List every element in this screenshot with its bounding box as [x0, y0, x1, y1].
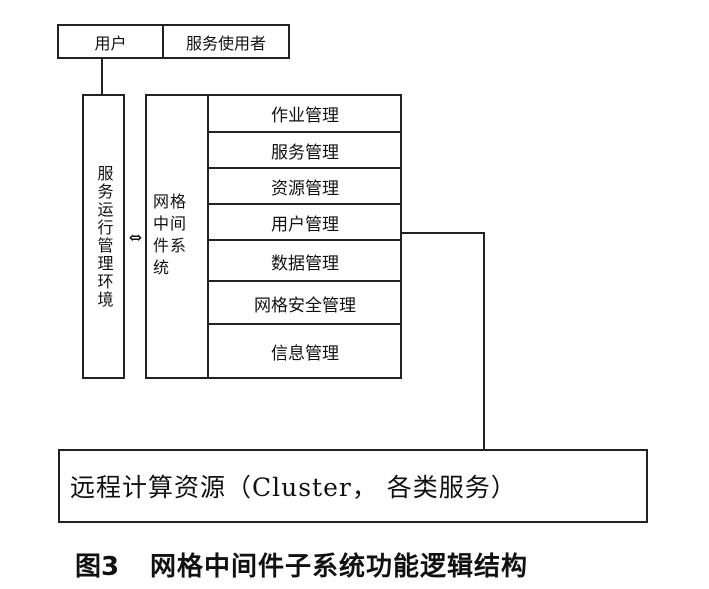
remote-connector-vertical [483, 232, 485, 450]
bidirectional-arrow-icon: ⇔ [128, 227, 143, 247]
runtime-env-box [82, 94, 125, 379]
module-service-management: 服务管理 [209, 131, 401, 168]
user-label: 用户 [94, 33, 127, 53]
module-user-management: 用户管理 [209, 203, 401, 240]
user-connector [101, 58, 103, 95]
module-information-management: 信息管理 [209, 323, 401, 377]
service-user-label: 服务使用者 [185, 33, 266, 53]
module-grid-security-management: 网格安全管理 [209, 280, 401, 324]
figure-number: 图3 [74, 551, 120, 582]
remote-connector-horizontal [401, 232, 485, 234]
module-data-management: 数据管理 [209, 239, 401, 281]
user-box [57, 24, 290, 59]
figure-title: 网格中间件子系统功能逻辑结构 [150, 551, 529, 582]
module-job-management: 作业管理 [271, 105, 339, 126]
remote-resources-label: 远程计算资源（Cluster， 各类服务） [70, 473, 517, 502]
runtime-env-label: 服务运行管理环境 [94, 164, 114, 309]
remote-resources-box [58, 449, 648, 523]
middleware-divider [207, 94, 209, 379]
middleware-box [145, 94, 402, 379]
module-resource-management: 资源管理 [209, 167, 401, 204]
user-box-divider [162, 24, 164, 59]
middleware-label: 网格中间件系统 [153, 192, 188, 277]
